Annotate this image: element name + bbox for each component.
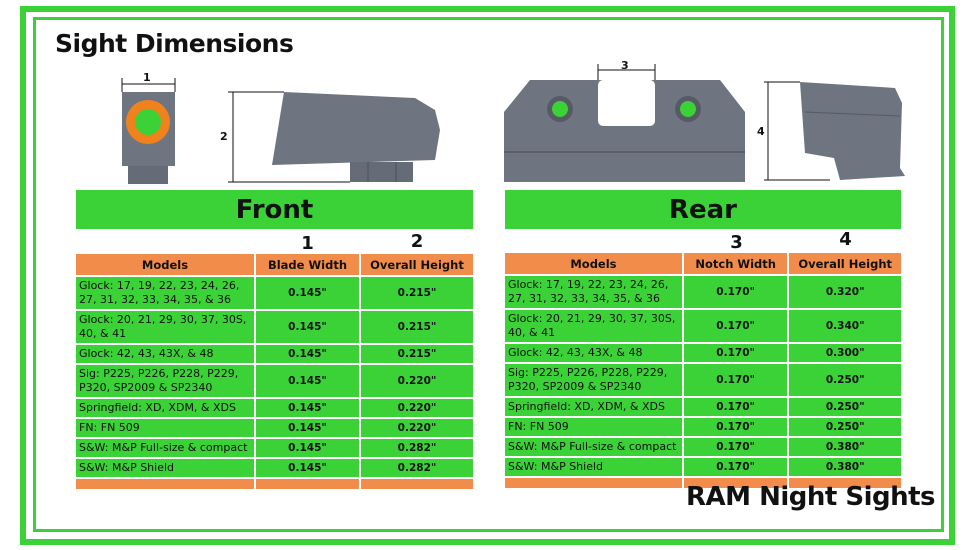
cell-width: 0.170" <box>683 418 788 436</box>
cell-width: 0.145" <box>256 439 359 457</box>
header-notch-width: Notch Width <box>683 253 788 274</box>
cell-width: 0.145" <box>256 419 359 437</box>
cell-width: 0.170" <box>683 458 788 476</box>
header-models: Models <box>76 254 254 275</box>
dimension-marker-4: 4 <box>757 125 765 138</box>
cell-model: Sig: P225, P226, P228, P229, P320, SP200… <box>76 365 254 397</box>
cell-height: 0.282" <box>361 439 473 457</box>
cell-height: 0.215" <box>361 345 473 363</box>
cell-height: 0.320" <box>789 276 901 308</box>
front-col-number-2: 2 <box>410 231 424 252</box>
rear-col-number-4: 4 <box>839 229 852 250</box>
footer-cell <box>256 479 359 489</box>
table-header-row: Models Blade Width Overall Height <box>76 254 473 275</box>
table-row: Glock: 20, 21, 29, 30, 37, 30S, 40, & 41… <box>505 310 901 342</box>
table-row: Sig: P225, P226, P228, P229, P320, SP200… <box>505 364 901 396</box>
footer-cell <box>361 479 473 489</box>
cell-width: 0.145" <box>256 345 359 363</box>
table-row: Glock: 17, 19, 22, 23, 24, 26, 27, 31, 3… <box>76 277 473 309</box>
footer-cell <box>505 478 682 488</box>
cell-model: Glock: 42, 43, 43X, & 48 <box>76 345 254 363</box>
dimension-marker-2: 2 <box>220 130 228 143</box>
cell-height: 0.215" <box>361 277 473 309</box>
cell-width: 0.170" <box>683 344 788 362</box>
cell-height: 0.380" <box>789 438 901 456</box>
cell-model: FN: FN 509 <box>76 419 254 437</box>
cell-height: 0.220" <box>361 399 473 417</box>
cell-model: FN: FN 509 <box>505 418 682 436</box>
cell-height: 0.300" <box>789 344 901 362</box>
cell-model: S&W: M&P Shield <box>76 459 254 477</box>
cell-model: S&W: M&P Full-size & compact <box>76 439 254 457</box>
header-blade-width: Blade Width <box>256 254 359 275</box>
table-row: Sig: P225, P226, P228, P229, P320, SP200… <box>76 365 473 397</box>
cell-model: Glock: 42, 43, 43X, & 48 <box>505 344 682 362</box>
table-row: Glock: 17, 19, 22, 23, 24, 26, 27, 31, 3… <box>505 276 901 308</box>
outer-frame <box>20 6 955 545</box>
cell-height: 0.282" <box>361 459 473 477</box>
cell-width: 0.170" <box>683 398 788 416</box>
header-models: Models <box>505 253 682 274</box>
cell-model: S&W: M&P Shield <box>505 458 682 476</box>
cell-height: 0.215" <box>361 311 473 343</box>
header-overall-height: Overall Height <box>789 253 901 274</box>
cell-height: 0.340" <box>789 310 901 342</box>
cell-width: 0.170" <box>683 364 788 396</box>
table-footer-row <box>76 479 473 489</box>
footer-cell <box>789 478 901 488</box>
cell-width: 0.170" <box>683 276 788 308</box>
cell-width: 0.170" <box>683 310 788 342</box>
cell-width: 0.145" <box>256 365 359 397</box>
cell-model: Glock: 20, 21, 29, 30, 37, 30S, 40, & 41 <box>76 311 254 343</box>
cell-model: S&W: M&P Full-size & compact <box>505 438 682 456</box>
cell-model: Glock: 17, 19, 22, 23, 24, 26, 27, 31, 3… <box>505 276 682 308</box>
cell-model: Glock: 20, 21, 29, 30, 37, 30S, 40, & 41 <box>505 310 682 342</box>
front-banner: Front <box>76 190 473 229</box>
table-header-row: Models Notch Width Overall Height <box>505 253 901 274</box>
cell-model: Glock: 17, 19, 22, 23, 24, 26, 27, 31, 3… <box>76 277 254 309</box>
front-spec-table: Models Blade Width Overall Height Glock:… <box>74 252 475 491</box>
page-title: Sight Dimensions <box>55 29 294 58</box>
brand-name: RAM Night Sights <box>686 482 936 512</box>
cell-height: 0.250" <box>789 418 901 436</box>
front-col-number-1: 1 <box>301 233 314 254</box>
front-sight-diagram: 1 2 <box>121 71 440 184</box>
rear-spec-table: Models Notch Width Overall Height Glock:… <box>503 251 903 490</box>
cell-width: 0.145" <box>256 459 359 477</box>
dimension-marker-3: 3 <box>621 59 629 72</box>
cell-model: Springfield: XD, XDM, & XDS <box>505 398 682 416</box>
table-row: Glock: 20, 21, 29, 30, 37, 30S, 40, & 41… <box>76 311 473 343</box>
table-footer-row <box>505 478 901 488</box>
cell-width: 0.145" <box>256 399 359 417</box>
cell-height: 0.250" <box>789 398 901 416</box>
cell-width: 0.145" <box>256 311 359 343</box>
rear-col-number-3: 3 <box>730 232 743 253</box>
cell-model: Sig: P225, P226, P228, P229, P320, SP200… <box>505 364 682 396</box>
cell-height: 0.250" <box>789 364 901 396</box>
cell-width: 0.145" <box>256 277 359 309</box>
rear-banner: Rear <box>505 190 901 229</box>
header-overall-height: Overall Height <box>361 254 473 275</box>
footer-cell <box>683 478 788 488</box>
cell-height: 0.220" <box>361 419 473 437</box>
footer-cell <box>76 479 254 489</box>
cell-height: 0.220" <box>361 365 473 397</box>
inner-frame <box>33 17 944 532</box>
cell-height: 0.380" <box>789 458 901 476</box>
dimension-marker-1: 1 <box>143 71 151 84</box>
cell-model: Springfield: XD, XDM, & XDS <box>76 399 254 417</box>
rear-sight-diagram: 3 4 <box>504 59 905 182</box>
cell-width: 0.170" <box>683 438 788 456</box>
